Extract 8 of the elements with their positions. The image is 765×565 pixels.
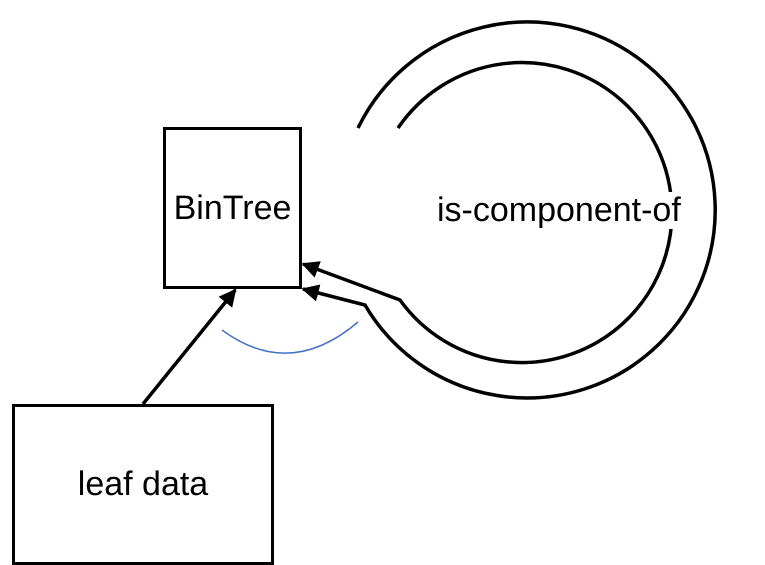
node-label: BinTree — [174, 188, 292, 228]
node-label: leaf data — [78, 465, 208, 504]
arrow — [142, 288, 237, 406]
edge-label: is-component-of — [437, 192, 681, 230]
process-box — [163, 127, 302, 289]
process-box — [12, 404, 274, 565]
arrow — [301, 61, 674, 364]
arrow — [301, 20, 717, 400]
